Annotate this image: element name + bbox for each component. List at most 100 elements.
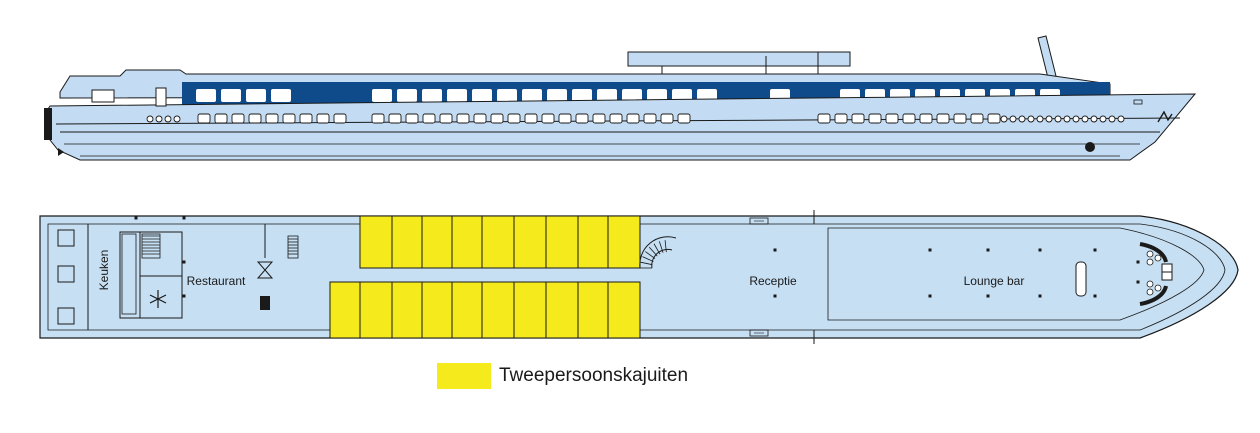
cabin-window (439, 113, 453, 124)
column (1136, 260, 1140, 264)
ship-side-view (44, 35, 1197, 161)
bow-logo (1157, 110, 1173, 123)
buffet-icon (256, 261, 274, 279)
stair-step (640, 261, 653, 266)
double-cabin (421, 215, 453, 269)
column (134, 216, 138, 220)
deck-plan: Keuken Restaurant Receptie Lounge bar (39, 210, 1239, 344)
label-lounge-bar: Lounge bar (964, 274, 1025, 288)
porthole (173, 115, 181, 123)
cabin-window (987, 113, 1001, 124)
cabin-window (388, 113, 402, 124)
deck-window (572, 89, 592, 102)
cabin-window (371, 113, 385, 124)
cabin-window (817, 113, 831, 124)
hull (45, 93, 1197, 161)
cabin-window (868, 113, 882, 124)
seat (1146, 288, 1154, 296)
porthole (1108, 115, 1116, 123)
deck-window (422, 89, 442, 102)
cabin-window (197, 113, 211, 124)
deck-window (221, 89, 241, 102)
column (182, 260, 186, 264)
kitchen-block (119, 231, 183, 319)
double-cabin (391, 281, 423, 339)
double-cabin (481, 215, 515, 269)
cabin-window (333, 113, 347, 124)
column (928, 294, 932, 298)
cabin-window (507, 113, 521, 124)
cabin-window (422, 113, 436, 124)
porthole (1072, 115, 1080, 123)
stair-frame (287, 235, 299, 259)
stair-step (658, 241, 664, 253)
cabin-window (456, 113, 470, 124)
double-cabin (513, 281, 547, 339)
spiral-staircase (639, 236, 677, 269)
double-cabin (329, 281, 361, 339)
double-cabin (391, 215, 423, 269)
column (986, 294, 990, 298)
deck-window (196, 89, 216, 102)
cabin-window (626, 113, 640, 124)
propeller-icon (58, 148, 64, 156)
double-cabin (545, 281, 579, 339)
legend: Tweepersoonskajuiten (437, 362, 688, 390)
double-cabins-starboard (359, 215, 641, 269)
cabin-window (851, 113, 865, 124)
cabin-window (231, 113, 245, 124)
legend-label-double-cabins: Tweepersoonskajuiten (499, 365, 689, 386)
porthole (155, 115, 163, 123)
cabin-window (953, 113, 967, 124)
cabin-window (316, 113, 330, 124)
cabin-window (919, 113, 933, 124)
cabin-window (405, 113, 419, 124)
stair-step (648, 246, 658, 257)
deck-window (271, 89, 291, 102)
double-cabin (359, 281, 393, 339)
deck-window (672, 89, 692, 102)
cabin-window (885, 113, 899, 124)
seat (1146, 250, 1154, 258)
mast (1037, 35, 1057, 79)
cabin-window (834, 113, 848, 124)
double-cabin (607, 215, 641, 269)
label-reception: Receptie (749, 274, 797, 288)
cabin-window (902, 113, 916, 124)
stair-step (664, 240, 667, 253)
deck-window (497, 89, 517, 102)
cabin-window (473, 113, 487, 124)
double-cabin (359, 215, 393, 269)
seat (1146, 258, 1154, 266)
cabin-window (558, 113, 572, 124)
stair-frame (141, 233, 161, 259)
double-cabin (451, 281, 483, 339)
deck-window (472, 89, 492, 102)
pillar (260, 296, 270, 310)
column (773, 248, 777, 252)
cabin-window (643, 113, 657, 124)
porthole (1036, 115, 1044, 123)
cabin-window (609, 113, 623, 124)
porthole (1054, 115, 1062, 123)
column (986, 248, 990, 252)
deck-window (246, 89, 266, 102)
column (182, 216, 186, 220)
porthole (1018, 115, 1026, 123)
deck-window (447, 89, 467, 102)
stair-step (645, 251, 656, 259)
porthole (1099, 115, 1107, 123)
cabin-window (490, 113, 504, 124)
double-cabin (607, 281, 641, 339)
cabin-window (248, 113, 262, 124)
stern (44, 108, 52, 140)
column (182, 294, 186, 298)
double-cabin (577, 215, 609, 269)
seat (1146, 280, 1154, 288)
porthole (1063, 115, 1071, 123)
deck-window (547, 89, 567, 102)
bar-counter (1075, 261, 1087, 297)
porthole (1000, 115, 1008, 123)
deck-window (522, 89, 542, 102)
